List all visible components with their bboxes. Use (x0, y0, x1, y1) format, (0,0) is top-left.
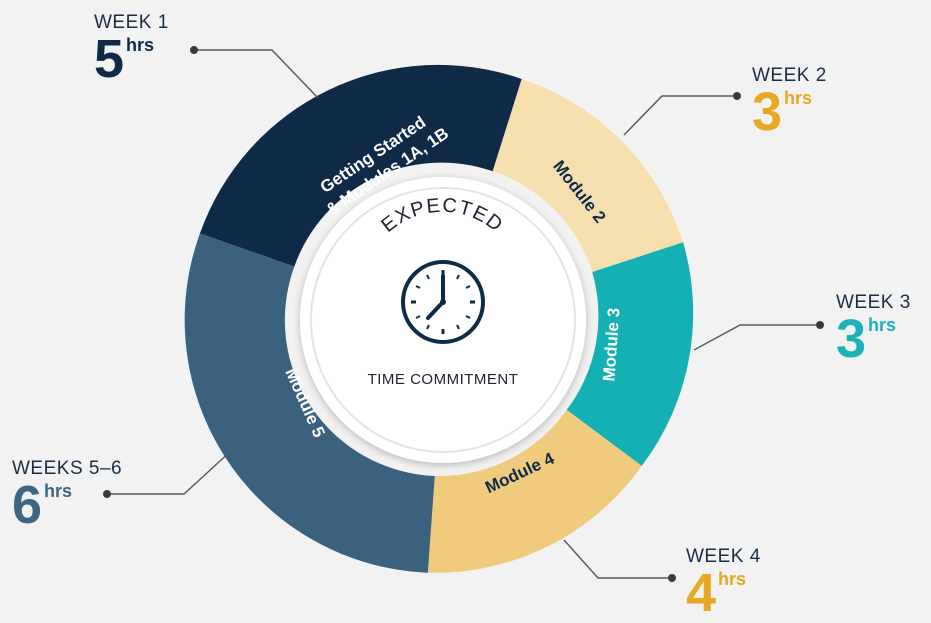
callout-week4-label: WEEK 4 (686, 546, 761, 567)
callout-week4-unit: hrs (718, 569, 747, 589)
callout-week4-value: 4 (686, 563, 717, 623)
leader-week3 (693, 324, 820, 351)
callout-week1-label: WEEK 1 (94, 12, 169, 33)
leader-lines (107, 49, 820, 579)
leader-weeks56 (107, 449, 233, 495)
callout-week1-value: 5 (94, 29, 125, 89)
callout-week3-value: 3 (836, 309, 867, 369)
callout-weeks56-value: 6 (12, 475, 43, 535)
callout-weeks56-unit: hrs (44, 481, 73, 501)
leader-dot-week4 (668, 574, 676, 582)
callout-week2-label: WEEK 2 (752, 65, 827, 86)
center-circle (300, 177, 586, 463)
callout-week4: WEEK 4 4 hrs (686, 546, 761, 623)
center-inner-ring (310, 187, 576, 453)
segment-getting-started (199, 64, 522, 267)
segment-module-5 (184, 233, 435, 573)
callout-weeks56-label: WEEKS 5–6 (12, 458, 123, 479)
leader-dots (103, 46, 824, 582)
clock-icon (401, 260, 485, 344)
segment-module-2 (492, 79, 684, 272)
callout-week3-label: WEEK 3 (836, 292, 911, 313)
center-bottom-text: TIME COMMITMENT (368, 371, 519, 388)
leader-dot-weeks56 (103, 490, 111, 498)
callout-week2: WEEK 2 3 hrs (752, 65, 827, 142)
leader-week2 (623, 95, 737, 136)
leader-week4 (563, 539, 672, 579)
leader-dot-week1 (190, 46, 198, 54)
callout-weeks56: WEEKS 5–6 6 hrs (12, 458, 123, 535)
callout-week3: WEEK 3 3 hrs (836, 292, 911, 369)
callout-week1: WEEK 1 5 hrs (94, 12, 169, 89)
leader-dot-week3 (816, 321, 824, 329)
callout-week1-unit: hrs (126, 35, 155, 55)
callout-week2-value: 3 (752, 82, 783, 142)
segment-module-4 (427, 409, 642, 573)
callout-week3-unit: hrs (868, 315, 897, 335)
segment-module-3 (566, 242, 694, 466)
leader-dot-week2 (733, 92, 741, 100)
callout-week2-unit: hrs (784, 88, 813, 108)
leader-week1 (194, 49, 319, 99)
